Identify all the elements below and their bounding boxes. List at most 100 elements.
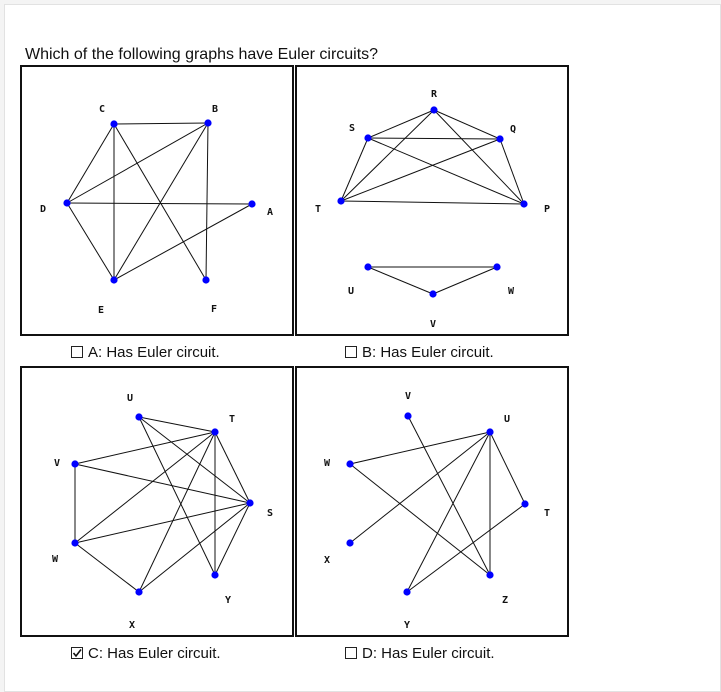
graph-d-vertex-v bbox=[404, 412, 412, 420]
graph-c-edge-ws bbox=[74, 502, 251, 544]
graph-a-vertex-a bbox=[248, 200, 256, 208]
question-text: Which of the following graphs have Euler… bbox=[25, 46, 379, 63]
graph-a-edge-be bbox=[113, 122, 209, 281]
graph-c-label-x: X bbox=[129, 620, 135, 631]
option-b[interactable]: B: Has Euler circuit. bbox=[345, 343, 494, 361]
graph-b-edge-qp bbox=[499, 138, 525, 205]
option-d[interactable]: D: Has Euler circuit. bbox=[345, 644, 495, 662]
graph-d-vertex-y bbox=[403, 588, 411, 596]
option-a-label: A: Has Euler circuit. bbox=[88, 343, 220, 361]
graph-b-edge-ts bbox=[340, 137, 369, 202]
graph-d-vertex-t bbox=[521, 500, 529, 508]
graph-c-vertex-w bbox=[71, 539, 79, 547]
option-c-checkbox[interactable] bbox=[71, 647, 83, 659]
graph-c-vertex-s bbox=[246, 499, 254, 507]
graph-d-label-t: T bbox=[544, 508, 550, 519]
option-c[interactable]: C: Has Euler circuit. bbox=[71, 644, 221, 662]
graph-a-edge-bf bbox=[205, 122, 209, 281]
option-b-label: B: Has Euler circuit. bbox=[362, 343, 494, 361]
graph-a-edge-cb bbox=[113, 122, 209, 125]
graph-c-label-w: W bbox=[52, 554, 59, 565]
graph-d-vertex-w bbox=[346, 460, 354, 468]
graph-c-vertex-x bbox=[135, 588, 143, 596]
option-a[interactable]: A: Has Euler circuit. bbox=[71, 343, 220, 361]
graph-a-label-d: D bbox=[40, 204, 46, 215]
graph-b-vertex-r bbox=[430, 106, 438, 114]
graph-c-edge-ys bbox=[214, 502, 251, 576]
graph-b-label-q: Q bbox=[510, 124, 516, 135]
graph-d-edge-yt bbox=[406, 503, 526, 593]
graph-b-label-v: V bbox=[430, 319, 436, 330]
graph-a-vertex-f bbox=[202, 276, 210, 284]
graph-b-vertex-p bbox=[520, 200, 528, 208]
graph-a-vertex-c bbox=[110, 120, 118, 128]
graph-d-edge-uw bbox=[349, 431, 491, 465]
graph-b-vertex-u bbox=[364, 263, 372, 271]
graph-c-label-y: Y bbox=[225, 595, 231, 606]
graph-d-label-y: Y bbox=[404, 620, 410, 631]
graph-a-edge-dc bbox=[66, 123, 115, 204]
graph-b-edge-sq bbox=[367, 137, 501, 140]
graph-c-edge-wt bbox=[74, 431, 216, 544]
graph-c-edge-us bbox=[138, 416, 251, 504]
graph-c-vertex-v bbox=[71, 460, 79, 468]
graph-c-vertex-y bbox=[211, 571, 219, 579]
option-d-label: D: Has Euler circuit. bbox=[362, 644, 495, 662]
graph-c-edge-xs bbox=[138, 502, 251, 593]
graph-a-vertex-b bbox=[204, 119, 212, 127]
graph-b-label-t: T bbox=[315, 204, 321, 215]
graph-d-vertex-x bbox=[346, 539, 354, 547]
graph-c-edge-uy bbox=[138, 416, 216, 576]
graph-a-edge-de bbox=[66, 202, 115, 281]
graph-b-edge-rp bbox=[433, 109, 525, 205]
graph-a-vertex-e bbox=[110, 276, 118, 284]
graph-d-edge-ut bbox=[489, 431, 526, 505]
graph-c-vertex-t bbox=[211, 428, 219, 436]
graph-c-edge-vt bbox=[74, 431, 216, 465]
graph-c-edge-ts bbox=[214, 431, 251, 504]
graph-b-vertex-s bbox=[364, 134, 372, 142]
graph-d-label-v: V bbox=[405, 391, 411, 402]
graph-a-label-f: F bbox=[211, 304, 217, 315]
graph-b-edge-rt bbox=[340, 109, 435, 202]
graph-d-label-x: X bbox=[324, 555, 330, 566]
graph-a-label-a: A bbox=[267, 207, 273, 218]
graph-c-edge-xt bbox=[138, 431, 216, 593]
checkmark-icon bbox=[72, 649, 82, 658]
graph-c-edge-vs bbox=[74, 463, 251, 504]
graph-a-edge-cf bbox=[113, 123, 207, 281]
graph-d-edge-uy bbox=[406, 431, 491, 593]
graph-b-edge-vw bbox=[432, 266, 498, 295]
option-c-label: C: Has Euler circuit. bbox=[88, 644, 221, 662]
graph-c-edge-ut bbox=[138, 416, 216, 433]
graph-b-edge-sp bbox=[367, 137, 525, 205]
graph-c-edge-wx bbox=[74, 542, 140, 593]
graph-a-label-e: E bbox=[98, 305, 104, 316]
graph-b-edge-uv bbox=[367, 266, 434, 295]
graph-b-label-r: R bbox=[431, 89, 438, 100]
option-a-checkbox[interactable] bbox=[71, 346, 83, 358]
graph-c-label-s: S bbox=[267, 508, 273, 519]
graph-a-vertex-d bbox=[63, 199, 71, 207]
option-d-checkbox[interactable] bbox=[345, 647, 357, 659]
graph-b-label-u: U bbox=[348, 286, 354, 297]
graph-b-edge-tp bbox=[340, 200, 525, 205]
graph-a-edge-db bbox=[66, 122, 209, 204]
option-b-checkbox[interactable] bbox=[345, 346, 357, 358]
graph-d-vertex-u bbox=[486, 428, 494, 436]
graph-d-edge-ux bbox=[349, 431, 491, 544]
graph-b-vertex-t bbox=[337, 197, 345, 205]
graph-b-edge-sr bbox=[367, 109, 435, 139]
graph-d-edge-wz bbox=[349, 463, 491, 576]
graph-c-label-t: T bbox=[229, 414, 235, 425]
graph-d-vertex-z bbox=[486, 571, 494, 579]
graph-b-label-s: S bbox=[349, 123, 355, 134]
graph-b-label-p: P bbox=[544, 204, 550, 215]
graph-b-edge-rq bbox=[433, 109, 501, 140]
graph-b-vertex-v bbox=[429, 290, 437, 298]
